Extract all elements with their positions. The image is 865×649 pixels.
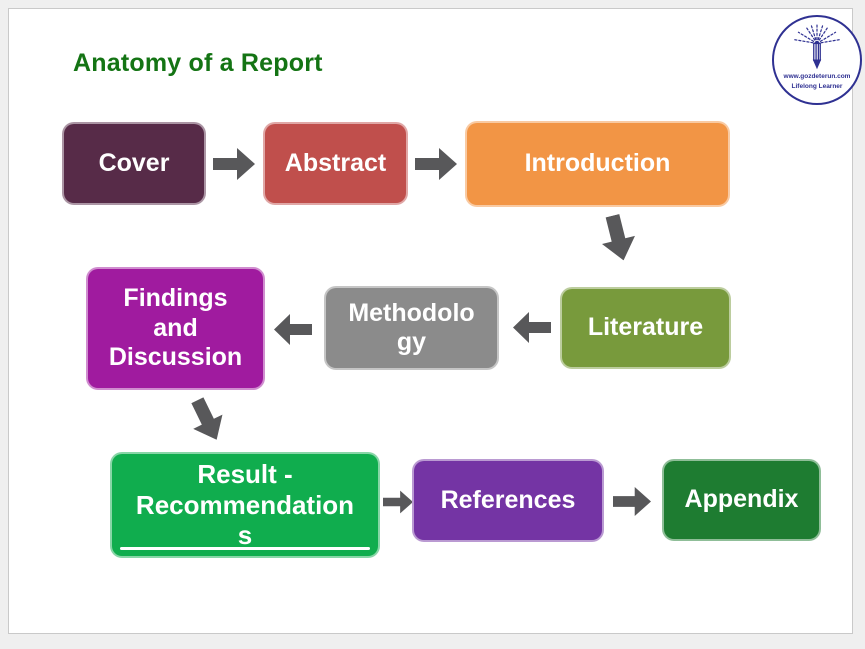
- right-arrow-icon: [415, 148, 457, 180]
- underline-rule: [120, 547, 370, 550]
- node-label: Result - Recommendation s: [135, 458, 355, 551]
- left-arrow-icon: [274, 312, 312, 347]
- right-arrow-icon: [213, 148, 255, 180]
- slide: Anatomy of a Report: [8, 8, 862, 634]
- node-methodology: Methodolo gy: [324, 286, 499, 370]
- brand-logo: www.gozdeterun.com Lifelong Learner: [772, 15, 862, 105]
- down-arrow-icon: [182, 393, 232, 447]
- node-abstract: Abstract: [263, 122, 408, 205]
- logo-tagline: Lifelong Learner: [791, 82, 843, 90]
- right-arrow-icon: [613, 484, 651, 519]
- down-arrow-icon: [596, 212, 640, 265]
- node-literature: Literature: [560, 287, 731, 369]
- node-result-recommendations: Result - Recommendation s: [110, 452, 380, 558]
- right-arrow-icon: [383, 486, 413, 518]
- page-title: Anatomy of a Report: [73, 49, 323, 77]
- node-findings-and-discussion: Findings and Discussion: [86, 267, 265, 390]
- left-arrow-icon: [513, 310, 551, 345]
- node-references: References: [412, 459, 604, 542]
- node-cover: Cover: [62, 122, 206, 205]
- logo-url: www.gozdeterun.com: [783, 73, 851, 80]
- node-appendix: Appendix: [662, 459, 821, 541]
- node-introduction: Introduction: [465, 121, 730, 207]
